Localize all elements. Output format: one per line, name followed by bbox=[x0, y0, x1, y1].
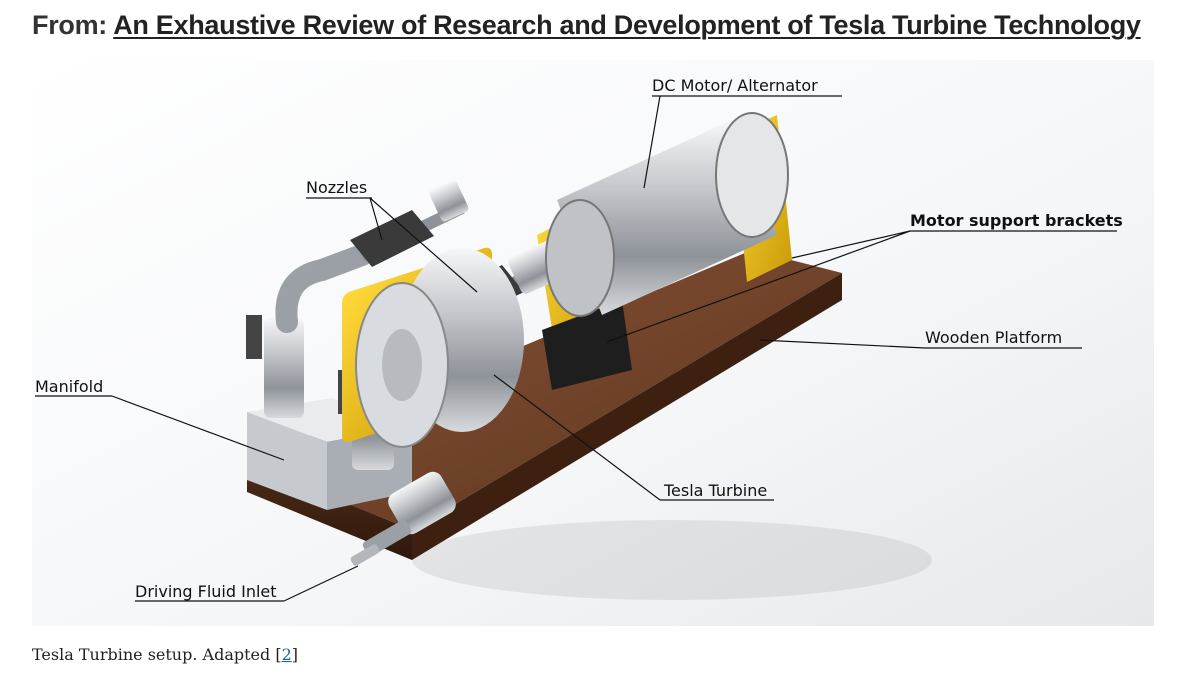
label-motor-support: Motor support brackets bbox=[606, 211, 1123, 343]
label-tesla-turbine: Tesla Turbine bbox=[493, 374, 774, 501]
figure-caption: Tesla Turbine setup. Adapted [2] bbox=[32, 645, 298, 664]
dc-motor-cylinder bbox=[545, 112, 789, 317]
label-dc-motor-text: DC Motor/ Alternator bbox=[652, 76, 818, 95]
label-nozzles-text: Nozzles bbox=[306, 178, 367, 197]
label-motor-support-text: Motor support brackets bbox=[910, 211, 1123, 230]
header-prefix: From: bbox=[32, 10, 107, 40]
tesla-turbine-diagram: DC Motor/ Alternator Nozzles Motor suppo… bbox=[32, 60, 1154, 626]
label-nozzles: Nozzles bbox=[306, 178, 478, 293]
figure-source-header: From: An Exhaustive Review of Research a… bbox=[32, 10, 1141, 41]
label-tesla-turbine-text: Tesla Turbine bbox=[663, 481, 767, 500]
caption-close: ] bbox=[291, 645, 299, 664]
label-dc-motor: DC Motor/ Alternator bbox=[643, 76, 842, 189]
caption-text: Tesla Turbine setup. Adapted [ bbox=[32, 645, 282, 664]
label-manifold: Manifold bbox=[35, 377, 285, 461]
label-manifold-text: Manifold bbox=[35, 377, 103, 396]
article-title-link[interactable]: An Exhaustive Review of Research and Dev… bbox=[113, 10, 1141, 40]
reference-link[interactable]: 2 bbox=[281, 645, 292, 664]
label-fluid-inlet-text: Driving Fluid Inlet bbox=[135, 582, 277, 601]
fluid-inlet-fitting bbox=[350, 471, 456, 566]
label-wooden-platform: Wooden Platform bbox=[759, 328, 1082, 349]
floor-reflection bbox=[412, 520, 932, 600]
label-fluid-inlet: Driving Fluid Inlet bbox=[135, 565, 359, 602]
label-wooden-platform-text: Wooden Platform bbox=[925, 328, 1062, 347]
tesla-turbine-housing bbox=[342, 247, 524, 448]
